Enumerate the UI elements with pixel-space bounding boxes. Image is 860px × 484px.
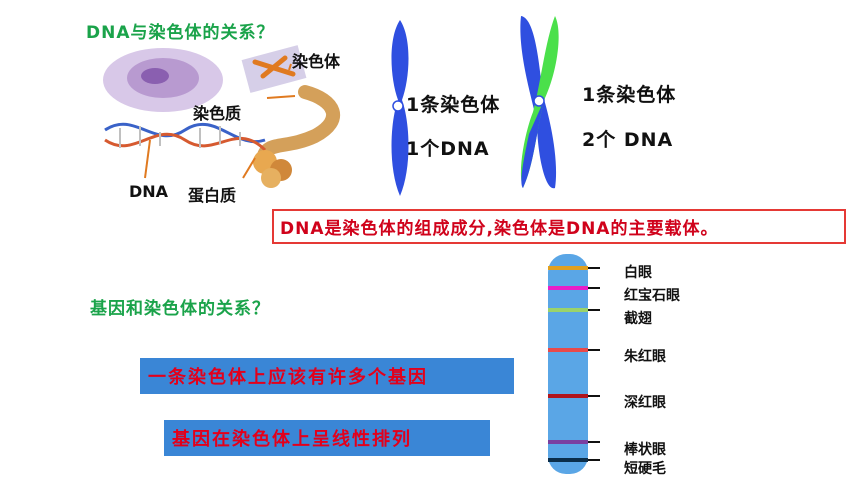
single-chromosome-count: 1条染色体 bbox=[406, 94, 501, 116]
single-chromosome bbox=[391, 20, 409, 196]
gene-box-linear: 基因在染色体上呈线性排列 bbox=[164, 420, 490, 456]
single-dna-count: 1个DNA bbox=[406, 138, 490, 160]
gene-label: 朱红眼 bbox=[624, 349, 666, 365]
gene-band bbox=[548, 266, 588, 270]
dna-statement: DNA是染色体的组成成分,染色体是DNA的主要载体。 bbox=[272, 209, 846, 244]
gene-band bbox=[548, 286, 588, 290]
label-dna: DNA bbox=[129, 182, 169, 201]
cell-illustration bbox=[103, 45, 341, 188]
gene-band bbox=[548, 308, 588, 312]
label-chromatin: 染色质 bbox=[193, 104, 242, 123]
gene-label: 深红眼 bbox=[624, 395, 666, 411]
gene-label: 白眼 bbox=[624, 265, 652, 281]
label-chromosome: 染色体 bbox=[292, 52, 341, 71]
double-chromosome-count: 1条染色体 bbox=[582, 84, 677, 106]
double-dna-count: 2个 DNA bbox=[582, 129, 674, 151]
gene-band bbox=[548, 394, 588, 398]
gene-chromosome-bar bbox=[548, 254, 600, 474]
label-protein: 蛋白质 bbox=[188, 186, 237, 205]
duplicated-chromosome bbox=[520, 16, 559, 189]
gene-box-many: 一条染色体上应该有许多个基因 bbox=[140, 358, 514, 394]
gene-label: 棒状眼 bbox=[624, 442, 666, 458]
gene-label: 红宝石眼 bbox=[624, 288, 680, 304]
gene-label: 截翅 bbox=[624, 311, 652, 327]
gene-band bbox=[548, 458, 588, 462]
centromere bbox=[392, 100, 404, 112]
chromatin-coil bbox=[256, 85, 341, 167]
gene-band bbox=[548, 440, 588, 444]
centromere bbox=[533, 95, 545, 107]
section-title-gene: 基因和染色体的关系？ bbox=[90, 299, 270, 319]
section-title-dna: DNA与染色体的关系？ bbox=[86, 23, 275, 43]
gene-label: 短硬毛 bbox=[624, 461, 666, 477]
gene-band bbox=[548, 348, 588, 352]
gene-bands bbox=[548, 266, 588, 462]
gene-pointer-lines bbox=[588, 267, 600, 461]
